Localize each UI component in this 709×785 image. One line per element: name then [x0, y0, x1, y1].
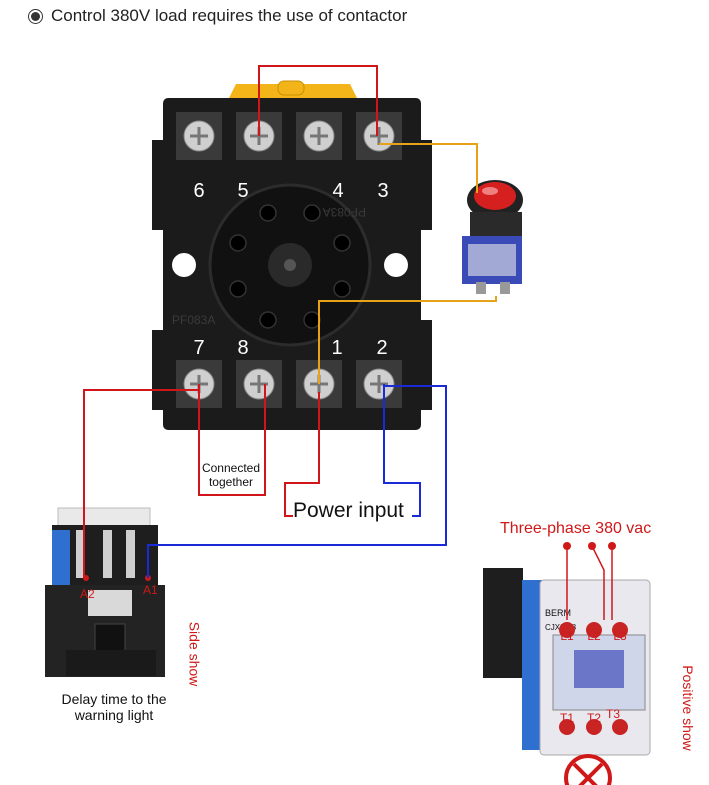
terminal-label-7: 7 — [193, 337, 204, 359]
side-show-label: Side show — [186, 621, 203, 687]
terminal-l1: L1 — [560, 629, 574, 643]
terminal-label-4: 4 — [332, 180, 343, 202]
wire-blue-2-a1 — [147, 385, 447, 578]
terminal-a1: A1 — [143, 583, 158, 597]
front-contactor: BERM CJX2-18 L1 L2 L3 T1 T2 T3 — [483, 542, 651, 785]
terminal-l3: L3 — [613, 629, 627, 643]
heading-text: Control 380V load requires the use of co… — [51, 6, 408, 25]
positive-show-label: Positive show — [679, 665, 696, 751]
terminal-label-5: 5 — [237, 180, 248, 202]
terminal-l2: L2 — [587, 629, 601, 643]
mount-hole-right — [384, 253, 408, 277]
wire-red-1-power — [284, 392, 320, 517]
wire-red-7-a2 — [83, 389, 199, 578]
delay-caption: Delay time to the warning light — [61, 691, 167, 723]
prohibited-icon — [564, 754, 612, 785]
top-terminals — [176, 112, 402, 160]
model-print-flip: PF083A — [323, 205, 366, 219]
terminal-t1: T1 — [560, 711, 574, 725]
relay-base: PF083A PF083A 6 5 4 3 7 8 1 2 — [152, 80, 432, 430]
terminal-label-3: 3 — [377, 180, 388, 202]
wire-red-5-3 — [258, 65, 378, 136]
wire-blue-2-power — [383, 384, 421, 517]
terminal-label-6: 6 — [193, 180, 204, 202]
terminal-label-2: 2 — [376, 337, 387, 359]
push-button-lamp — [462, 180, 523, 294]
side-contactor: A2 A1 — [45, 507, 165, 677]
wire-orange-lamp-1 — [318, 296, 497, 384]
power-input-label: Power input — [293, 499, 404, 522]
three-phase-label: Three-phase 380 vac — [500, 520, 652, 537]
bullet-icon — [28, 8, 43, 24]
wire-orange-3-lamp — [379, 143, 478, 193]
heading: Control 380V load requires the use of co… — [28, 6, 407, 26]
connected-together-label: Connected together — [201, 461, 261, 489]
wires — [83, 65, 497, 578]
terminal-label-8: 8 — [237, 337, 248, 359]
mount-hole-left — [172, 253, 196, 277]
terminal-a2: A2 — [80, 587, 95, 601]
terminal-t3: T3 — [606, 707, 620, 721]
brand-label: BERM — [545, 608, 571, 618]
terminal-t2: T2 — [587, 711, 601, 725]
terminal-label-1: 1 — [331, 337, 342, 359]
model-print: PF083A — [172, 313, 215, 327]
wire-red-7-8 — [198, 384, 266, 496]
